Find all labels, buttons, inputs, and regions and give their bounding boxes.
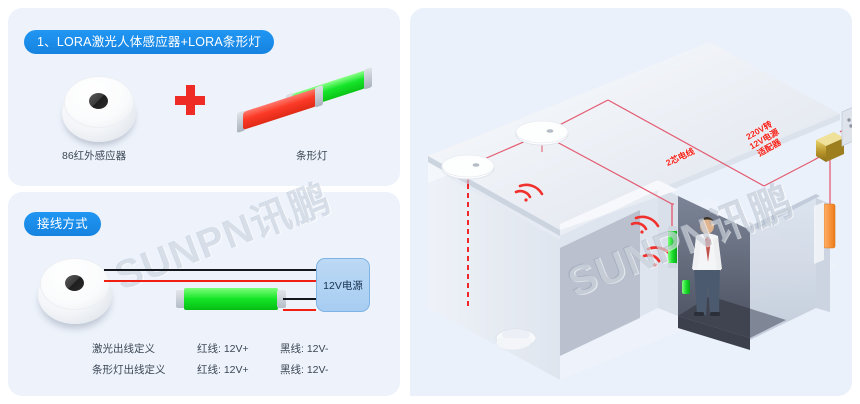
legend-black: 黑线: 12V- <box>280 364 329 376</box>
sensor-top-face <box>64 76 134 128</box>
sensor-negative-wire <box>104 269 316 271</box>
sensor-lens-icon <box>89 93 108 109</box>
power-supply-label: 12V电源 <box>323 279 363 292</box>
legend-name: 激光出线定义 <box>92 343 155 355</box>
round-sensor-icon <box>62 76 136 150</box>
wiring-sensor-icon <box>38 258 112 332</box>
legend-red: 红线: 12V+ <box>197 364 249 376</box>
power-supply-box: 12V电源 <box>316 258 370 312</box>
panel-wiring-header: 接线方式 <box>24 212 101 236</box>
legend-black: 黑线: 12V- <box>280 343 329 355</box>
sensor-positive-wire <box>104 280 316 282</box>
isometric-room-diagram <box>410 8 852 396</box>
strip-positive-wire <box>283 309 316 311</box>
sensor-lens-icon <box>65 275 84 291</box>
panel-devices-header: 1、LORA激光人体感应器+LORA条形灯 <box>24 30 275 54</box>
device-label-sensor: 86红外感应器 <box>62 150 127 162</box>
plus-icon <box>175 85 205 115</box>
strip-negative-wire <box>283 298 316 300</box>
device-label-strip-light: 条形灯 <box>296 150 328 162</box>
legend-name: 条形灯出线定义 <box>92 364 166 376</box>
wiring-strip-light-icon <box>176 288 286 310</box>
legend-red: 红线: 12V+ <box>197 343 249 355</box>
